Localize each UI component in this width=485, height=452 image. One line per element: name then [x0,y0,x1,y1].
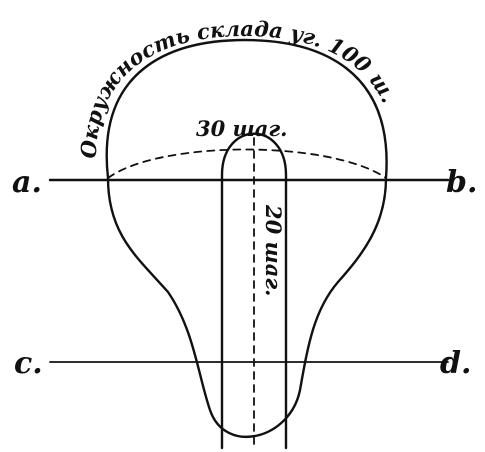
chord-label: 30 шаг. [196,116,288,141]
point-a-label: a. [12,165,42,200]
point-c-label: c. [14,346,43,381]
point-b-label: b. [446,165,477,200]
bulb-outline [105,38,388,438]
inner-strip [220,132,288,450]
point-d-label: d. [440,346,471,381]
dashed-chord-arc [107,148,387,179]
length-label: 20 шаг. [261,204,286,297]
